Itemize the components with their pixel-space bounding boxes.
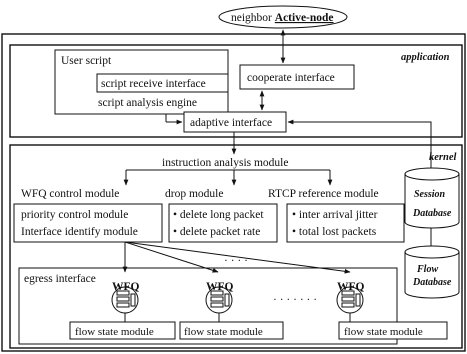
kernel-label: kernel <box>429 152 456 163</box>
flow-state-label-3: flow state module <box>344 326 423 338</box>
flow-database-icon <box>404 245 460 299</box>
wfq-label-1: WFQ <box>112 281 140 293</box>
rtcp-module-box <box>286 203 405 243</box>
wfq-fanout-3 <box>124 241 351 274</box>
drop-module-label: drop module <box>165 188 223 200</box>
wfq-queue-2 <box>205 286 233 314</box>
drop-item-long: • delete long packet <box>173 209 264 221</box>
flow-state-box-3 <box>338 321 448 340</box>
cooperate-interface-box <box>239 64 355 90</box>
wfq-fanout-2 <box>124 241 219 273</box>
wfq-queue-3 <box>336 286 364 314</box>
script-receive-label: script receive interface <box>101 78 206 90</box>
flow-db-label-1: Flow <box>416 264 438 275</box>
wfq-item-priority: priority control module <box>21 209 128 221</box>
instruction-analysis-label: instruction analysis module <box>162 157 288 169</box>
application-layer <box>9 44 463 138</box>
cooperate-interface-label: cooperate interface <box>247 72 335 84</box>
user-script-label: User script <box>61 55 112 67</box>
wfq-label-2: WFQ <box>206 281 234 293</box>
wfq-label-3: WFQ <box>337 281 365 293</box>
neighbor-node-label: neighbor Active-node <box>231 12 334 24</box>
drop-module-box <box>168 203 278 243</box>
application-label: application <box>401 52 450 63</box>
script-receive-box <box>96 73 229 93</box>
flow-db-label-2: Database <box>412 277 452 288</box>
egress-interface-label: egress interface <box>24 273 96 285</box>
fanout-dots: · · · · <box>224 255 248 267</box>
wfq-queue-1 <box>111 286 139 314</box>
flow-state-box-1 <box>69 321 176 340</box>
drop-item-rate: • delete packet rate <box>173 226 260 238</box>
session-db-label-2: Database <box>412 208 452 219</box>
wfq-control-box <box>13 203 163 243</box>
neighbor-node-ellipse <box>218 5 348 29</box>
rtcp-module-label: RTCP reference module <box>268 188 379 200</box>
adaptive-interface-box <box>183 111 287 133</box>
adaptive-interface-label: adaptive interface <box>190 117 272 129</box>
wfq-control-label: WFQ control module <box>21 188 119 200</box>
kernel-layer <box>9 144 463 349</box>
outer-frame <box>1 33 466 352</box>
flow-state-box-2 <box>179 321 284 340</box>
flow-state-label-1: flow state module <box>75 326 154 338</box>
queue-dots: · · · · · · · <box>273 294 317 306</box>
flow-state-label-2: flow state module <box>184 326 263 338</box>
script-analysis-label: script analysis engine <box>98 97 197 109</box>
rtcp-item-lost: • total lost packets <box>292 226 377 238</box>
wfq-item-interface: Interface identify module <box>21 226 138 238</box>
session-database-icon <box>404 167 460 229</box>
rtcp-item-jitter: • inter arrival jitter <box>292 209 378 221</box>
session-db-label-1: Session <box>414 189 446 200</box>
